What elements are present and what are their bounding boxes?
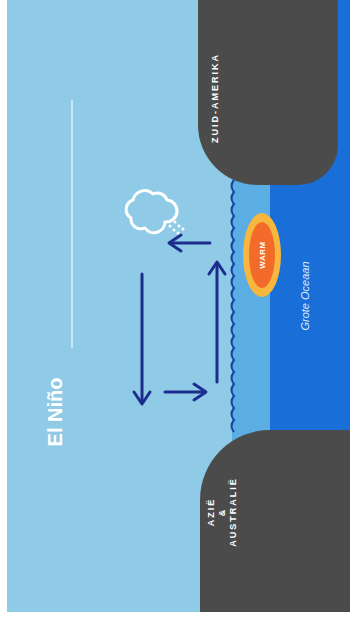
landmass: ZUID-AMERIKA [198,0,338,185]
circulation-arrows [134,235,225,404]
node-label: AZIË & AUSTRALIË [206,472,239,552]
rain-cloud [126,191,184,235]
title: El Niño [44,378,67,447]
wave-line [232,180,235,432]
node-label: ZUID-AMERIKA [210,53,220,143]
title-rule [72,100,73,348]
ocean-label: Grote Oceaan [299,261,311,330]
landmass: AZIË & AUSTRALIË [200,430,350,612]
scene: El Niño ZUID-AMERIKA WARM AZIË & AUSTRALIË G… [7,0,350,612]
node-label: WARM [258,241,267,268]
warm-pool: WARM [242,212,282,298]
